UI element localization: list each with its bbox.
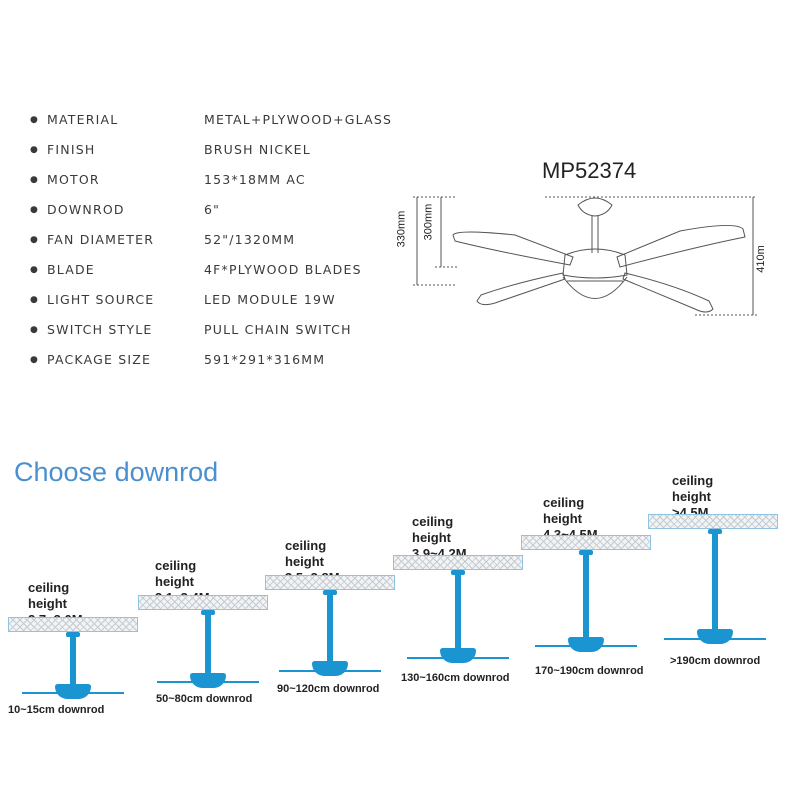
downrod: [712, 531, 718, 631]
section-title: Choose downrod: [14, 457, 219, 487]
spec-row-fan-diameter: ● FAN DIAMETER 52"/1320MM: [30, 230, 430, 250]
spec-value: METAL+PLYWOOD+GLASS: [204, 112, 393, 127]
fan-motor: [312, 661, 348, 676]
spec-value: PULL CHAIN SWITCH: [204, 322, 352, 337]
downrod-length-caption: 90~120cm downrod: [277, 683, 380, 695]
spec-value: 153*18MM AC: [204, 172, 306, 187]
fan-blades: [22, 692, 124, 694]
spec-label: FINISH: [47, 142, 96, 157]
ceiling-pattern: [265, 575, 395, 590]
dimension-label: 330mm: [395, 210, 408, 248]
downrod: [583, 552, 589, 639]
fan-motor: [55, 684, 91, 699]
spec-label: MOTOR: [47, 172, 100, 187]
spec-label: FAN DIAMETER: [47, 232, 155, 247]
ceiling-pattern: [648, 514, 778, 529]
spec-value: 591*291*316MM: [204, 352, 326, 367]
bullet: ●: [30, 325, 40, 335]
bullet: ●: [30, 175, 40, 185]
spec-label: DOWNROD: [47, 202, 125, 217]
downrod: [455, 572, 461, 650]
spec-value: 6": [204, 202, 221, 217]
ceiling-pattern: [521, 535, 651, 550]
bullet: ●: [30, 265, 40, 275]
fan-blades: [157, 681, 259, 683]
spec-label: BLADE: [47, 262, 95, 277]
spec-row-switch-style: ● SWITCH STYLE PULL CHAIN SWITCH: [30, 320, 430, 340]
fan-line-drawing: [413, 196, 757, 316]
ceiling-height-text: ceiling height >4.5M: [672, 473, 714, 520]
fan-blades: [535, 645, 637, 647]
dimension-label: 300mm: [422, 203, 435, 241]
spec-label: MATERIAL: [47, 112, 119, 127]
downrod-length-caption: 50~80cm downrod: [156, 693, 253, 705]
fan-motor: [568, 637, 604, 652]
downrod-length-caption: 10~15cm downrod: [8, 704, 105, 716]
downrod: [70, 634, 76, 684]
spec-label: LIGHT SOURCE: [47, 292, 155, 307]
fan-blade: [622, 272, 714, 313]
downrod: [205, 612, 211, 674]
model-number: MP52374: [542, 158, 637, 183]
fan-blade: [616, 224, 746, 268]
bullet: ●: [30, 205, 40, 215]
spec-label: SWITCH STYLE: [47, 322, 153, 337]
spec-row-light-source: ● LIGHT SOURCE LED MODULE 19W: [30, 290, 430, 310]
fan-blades: [664, 638, 766, 640]
fan-blades: [407, 657, 509, 659]
ceiling-pattern: [8, 617, 138, 632]
fan-blade: [452, 231, 574, 266]
spec-value: BRUSH NICKEL: [204, 142, 311, 157]
downrod-length-caption: 130~160cm downrod: [401, 672, 510, 684]
bullet: ●: [30, 115, 40, 125]
spec-row-motor: ● MOTOR 153*18MM AC: [30, 170, 430, 190]
fan-motor: [440, 648, 476, 663]
spec-row-finish: ● FINISH BRUSH NICKEL: [30, 140, 430, 160]
bullet: ●: [30, 295, 40, 305]
dimension-label: 410m: [754, 245, 767, 273]
downrod-length-caption: >190cm downrod: [670, 655, 761, 667]
bullet: ●: [30, 355, 40, 365]
spec-value: 52"/1320MM: [204, 232, 296, 247]
ceiling-height-text: ceiling height 3.9~4.2M: [412, 514, 467, 561]
spec-row-material: ● MATERIAL METAL+PLYWOOD+GLASS: [30, 110, 430, 130]
spec-row-blade: ● BLADE 4F*PLYWOOD BLADES: [30, 260, 430, 280]
fan-canopy: [577, 197, 613, 217]
spec-value: 4F*PLYWOOD BLADES: [204, 262, 362, 277]
bullet: ●: [30, 235, 40, 245]
spec-value: LED MODULE 19W: [204, 292, 336, 307]
bullet: ●: [30, 145, 40, 155]
fan-motor: [190, 673, 226, 688]
downrod: [327, 592, 333, 662]
spec-row-package-size: ● PACKAGE SIZE 591*291*316MM: [30, 350, 430, 370]
fan-motor: [562, 248, 628, 279]
fan-blade: [476, 272, 566, 306]
ceiling-pattern: [138, 595, 268, 610]
fan-light-bowl: [562, 276, 628, 299]
fan-blades: [279, 670, 381, 672]
fan-motor: [697, 629, 733, 644]
spec-label: PACKAGE SIZE: [47, 352, 152, 367]
spec-row-downrod: ● DOWNROD 6": [30, 200, 430, 220]
downrod-length-caption: 170~190cm downrod: [535, 665, 644, 677]
ceiling-pattern: [393, 555, 523, 570]
